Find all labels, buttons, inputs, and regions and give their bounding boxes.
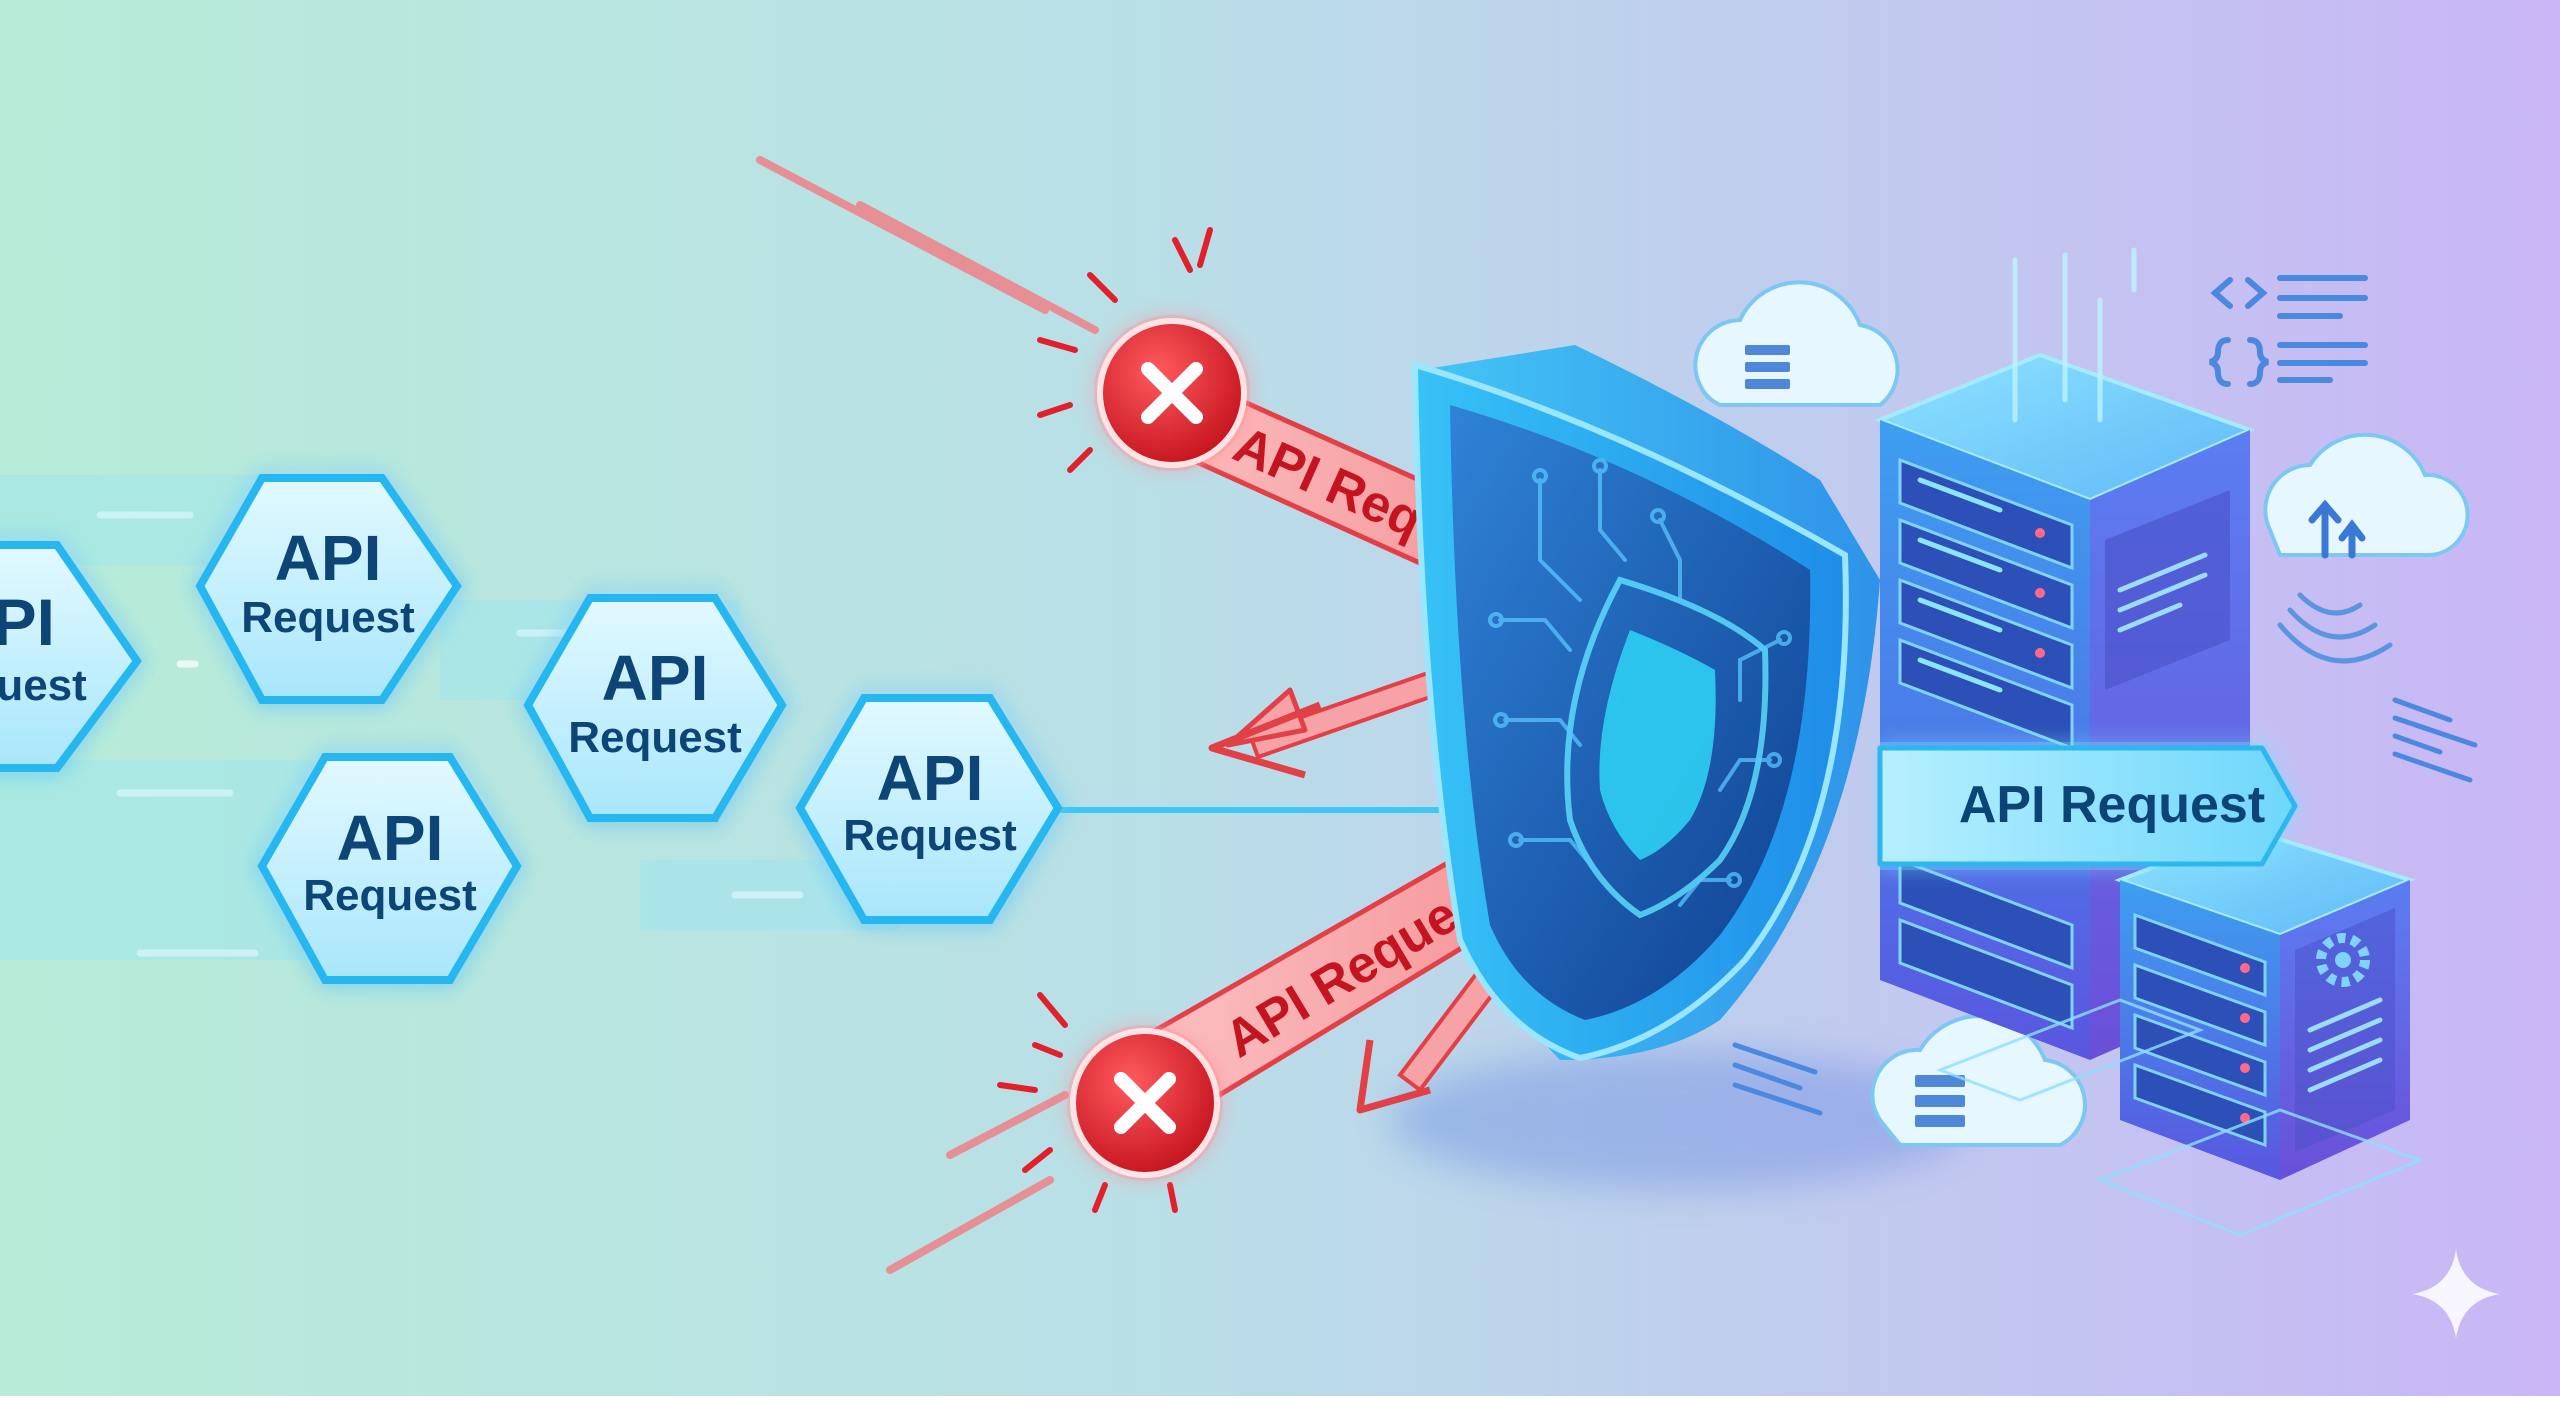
hex-api-label: API <box>0 585 55 659</box>
hex-api-label: API <box>602 642 709 714</box>
hex-api-label: API <box>337 802 444 874</box>
code-brackets-icon <box>2209 275 2368 387</box>
hex-request-5: API Request <box>795 694 1063 924</box>
cloud-icon <box>2263 432 2470 664</box>
shield-circuit-icon <box>1411 345 1880 1062</box>
shield-shadow <box>1390 1050 1970 1190</box>
hex-request-2: API Request <box>195 474 462 704</box>
hex-request-label: Request <box>568 713 742 762</box>
speed-lines <box>96 511 804 957</box>
hex-request-label: Request <box>303 871 477 920</box>
cloud-icon <box>1693 280 1900 407</box>
data-lines-icon <box>1732 697 2478 1116</box>
hex-api-label: API <box>877 742 984 814</box>
gear-icon <box>2316 933 2370 987</box>
hex-request-label: Request <box>241 593 415 642</box>
server-rack-icon <box>1935 827 2425 1237</box>
allowed-request-arrow: API Request <box>1877 742 2300 870</box>
hex-request-4: API Request <box>257 753 522 984</box>
hex-api-label: API <box>275 522 382 594</box>
hex-request-1: API Request <box>0 541 142 772</box>
allowed-request-label: API Request <box>1959 776 2265 834</box>
incoming-streaks <box>756 156 1099 1274</box>
x-icon <box>1141 362 1203 424</box>
hex-request-3: API Request <box>523 594 787 822</box>
cloud-icon <box>1870 1014 2087 1147</box>
hex-request-label: Request <box>843 811 1017 860</box>
blocked-badge-lower <box>997 992 1223 1213</box>
hex-request-label: Request <box>0 661 87 710</box>
blocked-badge-upper <box>1037 227 1250 473</box>
x-icon <box>1114 1072 1176 1134</box>
sparkle-icon <box>2412 1250 2500 1338</box>
